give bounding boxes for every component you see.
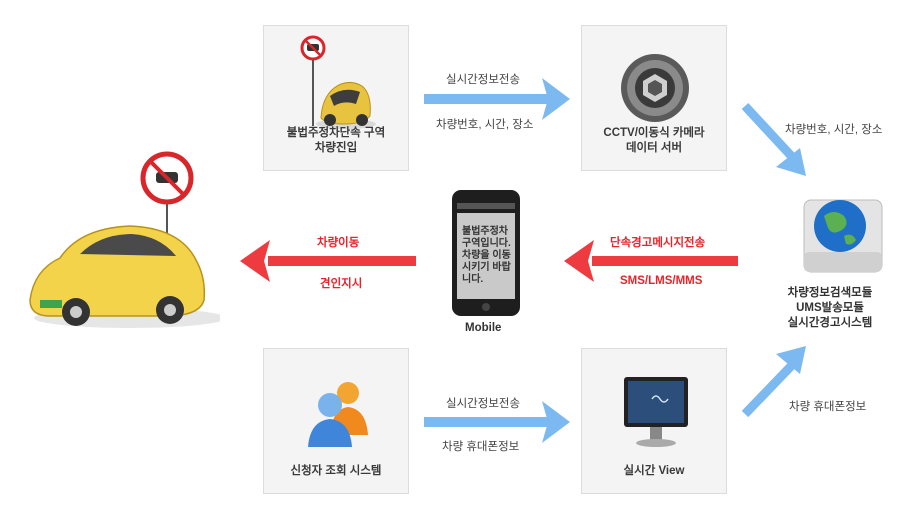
arrow-red-left-label-lower: 견인지시 — [320, 275, 362, 291]
phone-message: 불법주정차 구역입니다. 차량을 이동 시키기 바랍 니다. — [462, 226, 520, 286]
box-label: 불법주정차단속 구역 차량진입 — [264, 126, 408, 156]
box-label: 신청자 조회 시스템 — [264, 464, 408, 479]
arrow-bottom-label-upper: 실시간정보전송 — [446, 395, 520, 411]
arrow-top-label-lower: 차량번호, 시간, 장소 — [436, 116, 533, 132]
yellow-car-icon — [20, 150, 220, 340]
box-applicant-system: 신청자 조회 시스템 — [263, 348, 409, 494]
arrow-diag-top-label: 차량번호, 시간, 장소 — [785, 121, 882, 137]
arrow-top-label-upper: 실시간정보전송 — [446, 71, 520, 87]
arrow-red-right-label-upper: 단속경고메시지전송 — [610, 234, 705, 250]
server-label: 차량정보검색모듈 UMS발송모듈 실시간경고시스템 — [770, 286, 890, 331]
arrow-bottom-label-lower: 차량 휴대폰정보 — [442, 438, 519, 454]
box-cctv-server: CCTV/이동식 카메라 데이터 서버 — [581, 25, 727, 171]
box-label: CCTV/이동식 카메라 데이터 서버 — [582, 126, 726, 156]
arrow-diag-down — [745, 106, 806, 176]
arrow-diag-bottom-label: 차량 휴대폰정보 — [789, 398, 866, 414]
box-label: 실시간 View — [582, 464, 726, 479]
phone-label: Mobile — [465, 322, 501, 334]
globe-server-icon — [800, 192, 886, 276]
arrow-red-right-label-lower: SMS/LMS/MMS — [620, 275, 702, 287]
box-realtime-view: 실시간 View — [581, 348, 727, 494]
box-enforcement-zone: 불법주정차단속 구역 차량진입 — [263, 25, 409, 171]
arrow-red-left-label-upper: 차량이동 — [317, 234, 359, 250]
